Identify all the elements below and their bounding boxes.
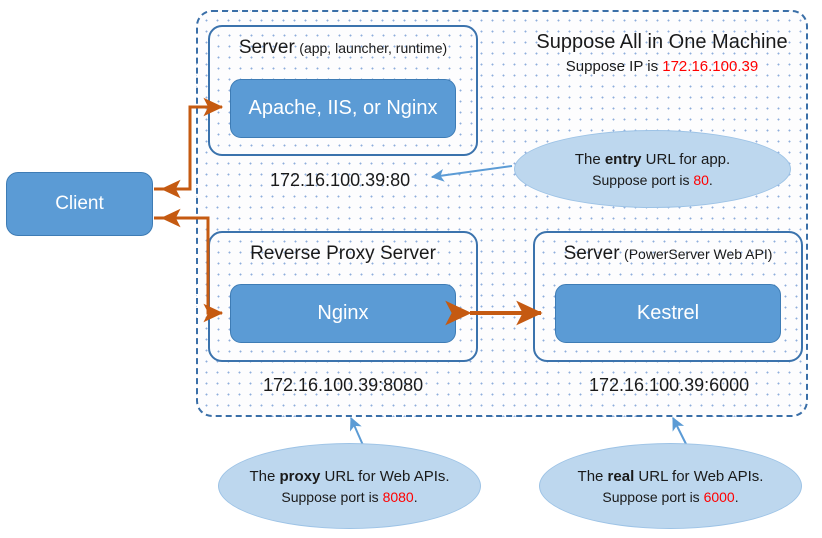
callout-real-line2-pre: Suppose port is	[602, 488, 704, 505]
callout-proxy-port: 8080	[382, 488, 414, 505]
callout-real-port: 6000	[703, 488, 735, 505]
callout-entry-line1-post: URL for app.	[641, 150, 731, 168]
group-server-app-title-paren: (app, launcher, runtime)	[299, 40, 448, 56]
node-client-label: Client	[55, 193, 104, 214]
callout-real-url: The real URL for Web APIs. Suppose port …	[539, 443, 802, 529]
callout-real-line1: The real URL for Web APIs.	[578, 468, 764, 485]
callout-proxy-line1-pre: The	[249, 467, 280, 485]
callout-proxy-line1-post: URL for Web APIs.	[320, 467, 450, 485]
node-nginx-label: Nginx	[317, 302, 369, 324]
address-label-real: 172.16.100.39:6000	[589, 375, 750, 395]
machine-heading-subtitle: Suppose IP is 172.16.100.39	[527, 58, 797, 75]
callout-entry-line1: The entry URL for app.	[575, 151, 730, 168]
callout-real-line1-bold: real	[607, 467, 635, 485]
callout-entry-port: 80	[693, 171, 709, 188]
address-label-entry: 172.16.100.39:80	[270, 170, 411, 190]
node-apache-iis-nginx-label: Apache, IIS, or Nginx	[248, 97, 438, 119]
callout-proxy-url: The proxy URL for Web APIs. Suppose port…	[218, 443, 481, 529]
node-kestrel-label: Kestrel	[636, 302, 700, 324]
group-powerserver-web-api-title: Server (PowerServer Web API)	[535, 243, 801, 265]
callout-proxy-line2-pre: Suppose port is	[281, 488, 383, 505]
node-kestrel[interactable]: Kestrel	[555, 284, 781, 343]
callout-proxy-line2-post: .	[413, 488, 418, 505]
node-client[interactable]: Client	[6, 172, 153, 236]
callout-entry-line1-bold: entry	[604, 150, 642, 168]
node-apache-iis-nginx[interactable]: Apache, IIS, or Nginx	[230, 79, 456, 138]
callout-entry-line2-pre: Suppose port is	[592, 171, 694, 188]
callout-real-line2: Suppose port is 6000.	[602, 489, 738, 505]
machine-heading-title: Suppose All in One Machine	[536, 31, 788, 53]
group-reverse-proxy-title-main: Reverse Proxy Server	[250, 243, 436, 264]
callout-proxy-line1: The proxy URL for Web APIs.	[249, 468, 449, 485]
callout-entry-line1-pre: The	[574, 150, 605, 168]
machine-ip-value: 172.16.100.39	[662, 58, 759, 75]
callout-entry-line2-post: .	[708, 171, 713, 188]
callout-proxy-line1-bold: proxy	[279, 467, 321, 485]
group-server-app-title-main: Server	[238, 37, 295, 58]
group-powerserver-web-api-title-main: Server	[563, 243, 620, 264]
callout-entry-line2: Suppose port is 80.	[592, 172, 713, 188]
callout-entry-url: The entry URL for app. Suppose port is 8…	[514, 130, 791, 208]
group-server-app-title: Server (app, launcher, runtime)	[210, 37, 476, 59]
machine-heading: Suppose All in One Machine Suppose IP is…	[527, 31, 797, 75]
node-nginx[interactable]: Nginx	[230, 284, 456, 343]
group-powerserver-web-api-title-paren: (PowerServer Web API)	[624, 246, 773, 262]
group-reverse-proxy-title: Reverse Proxy Server	[210, 243, 476, 265]
callout-real-line1-post: URL for Web APIs.	[634, 467, 764, 485]
callout-proxy-line2: Suppose port is 8080.	[281, 489, 417, 505]
callout-real-line2-post: .	[734, 488, 739, 505]
address-label-proxy: 172.16.100.39:8080	[263, 375, 424, 395]
machine-ip-prefix: Suppose IP is	[565, 58, 663, 75]
callout-real-line1-pre: The	[577, 467, 608, 485]
